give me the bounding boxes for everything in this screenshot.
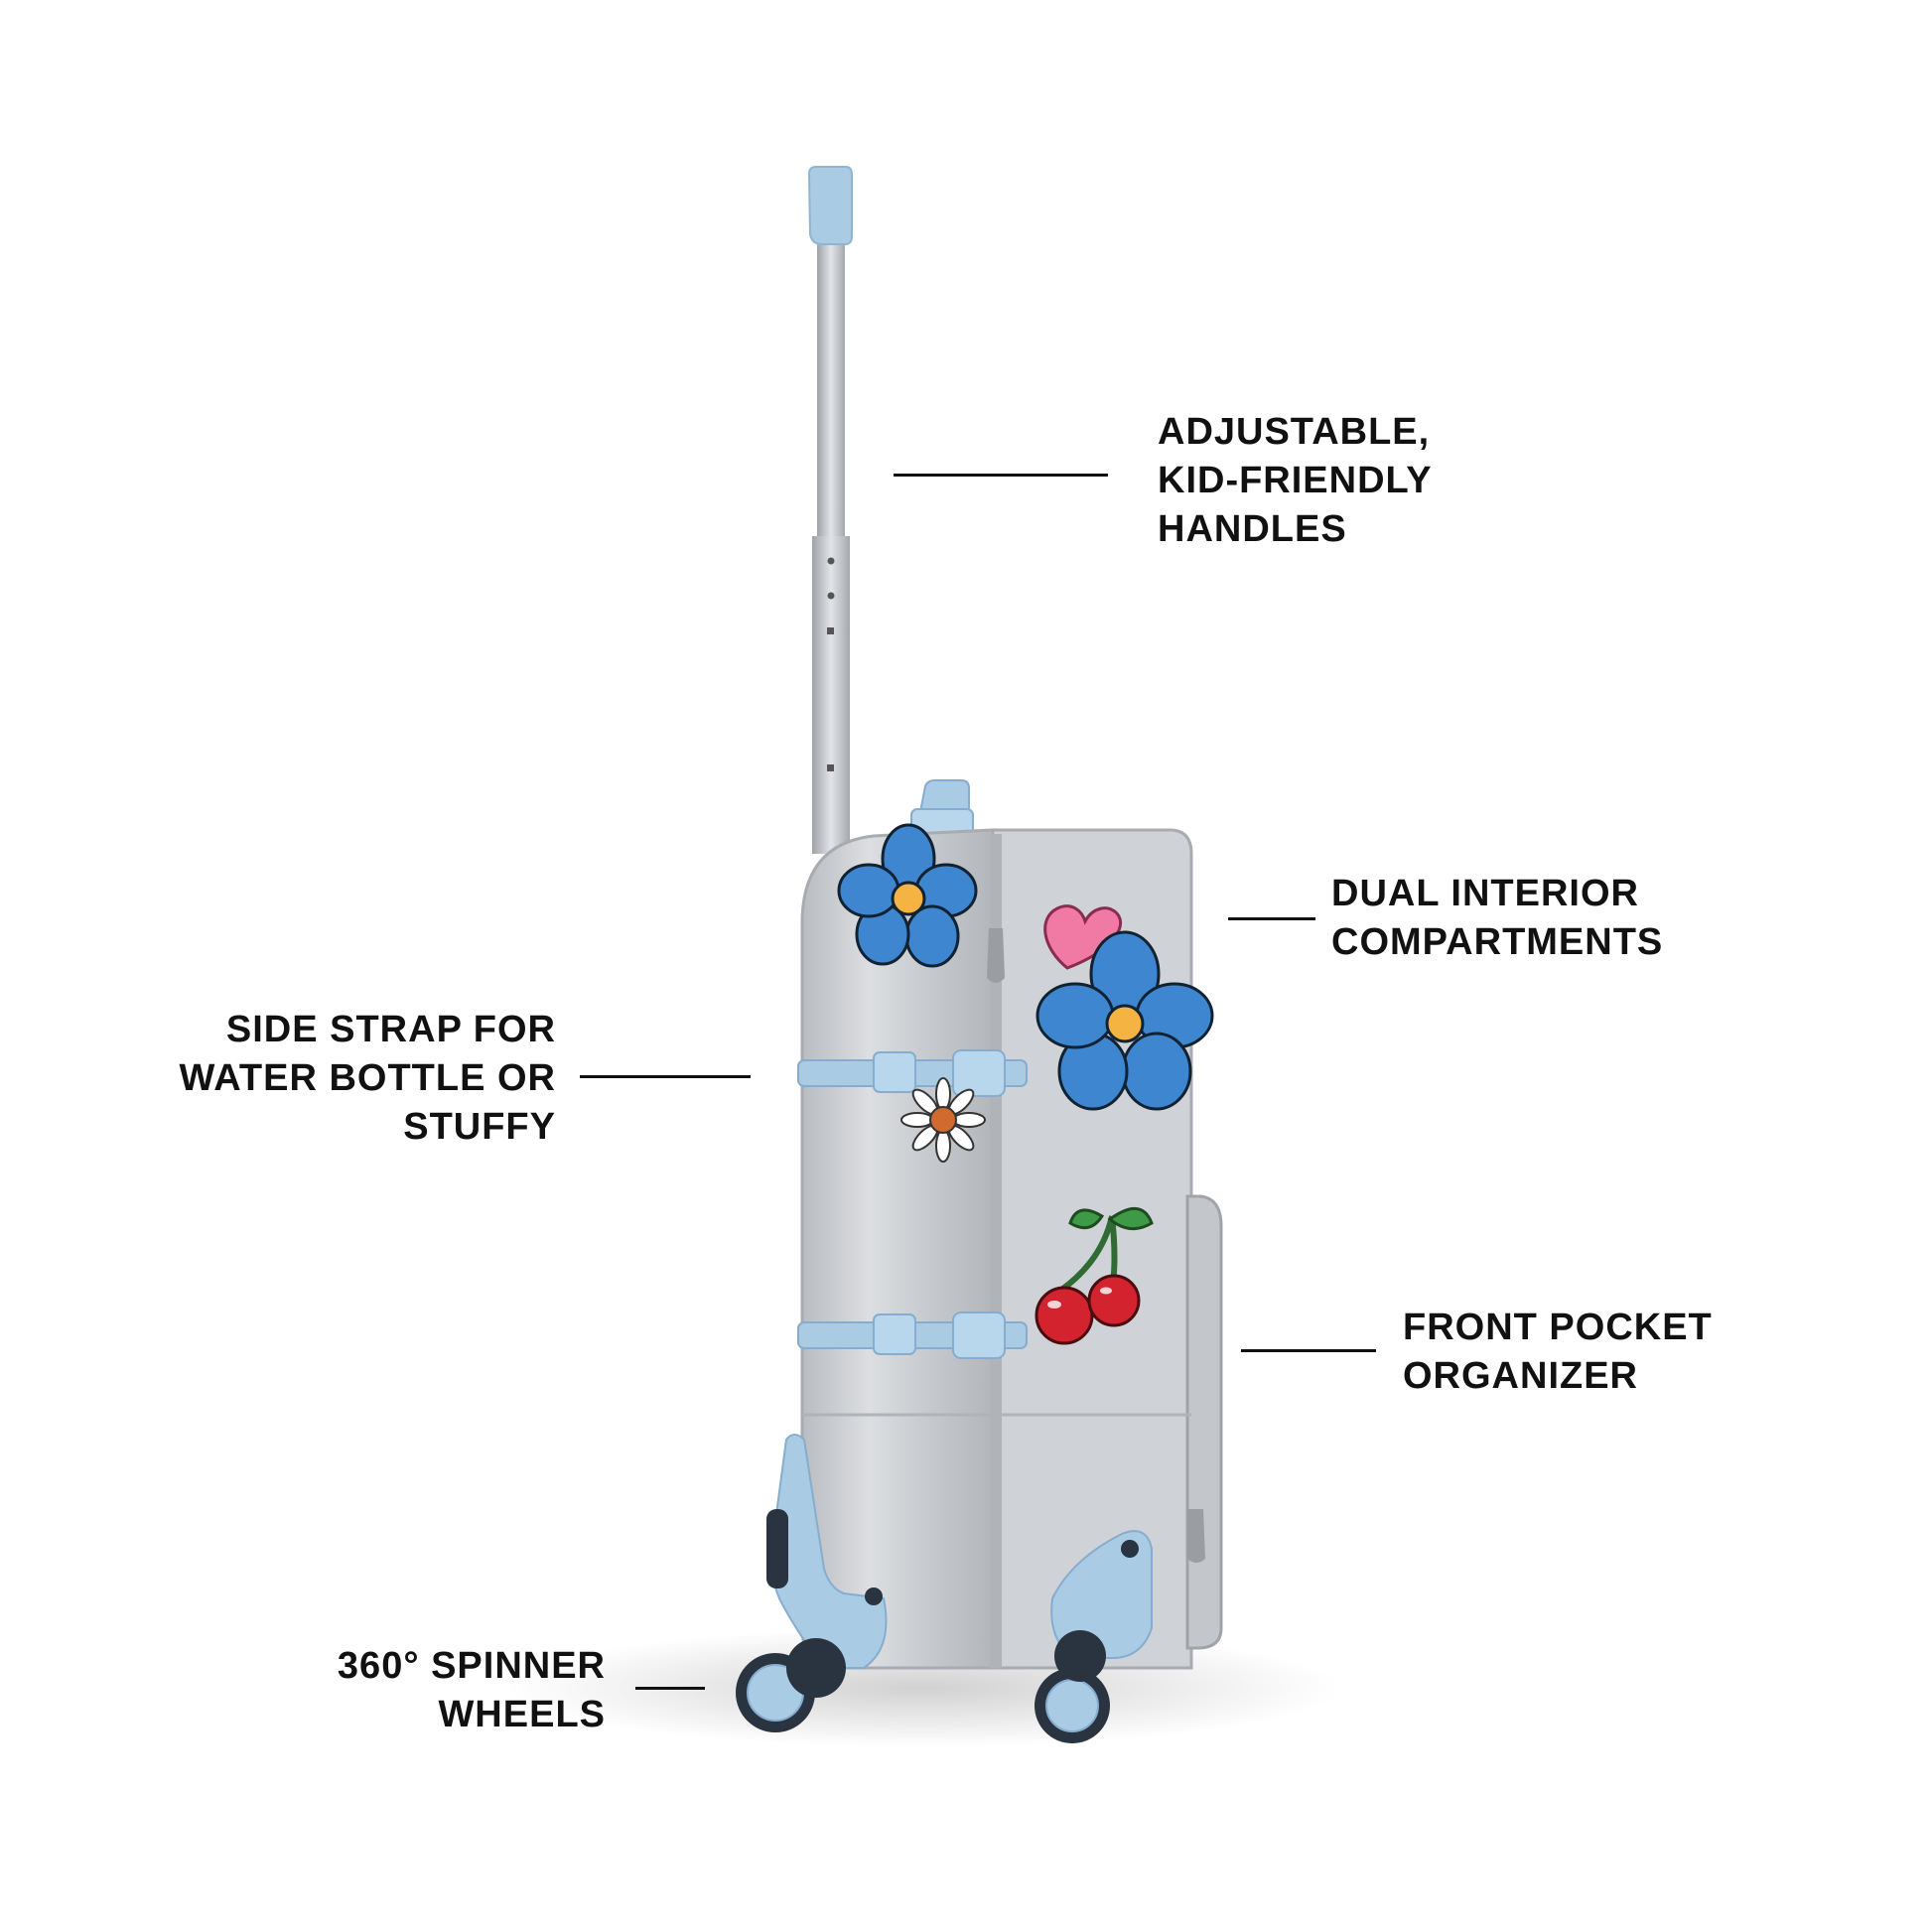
side-strap-callout: SIDE STRAP FOR WATER BOTTLE OR STUFFY	[99, 1006, 556, 1152]
compartments-leader-line	[1228, 917, 1315, 920]
cherries-sticker	[1035, 1207, 1154, 1345]
callout-text: 360° SPINNER	[337, 1645, 606, 1687]
wheels-callout: 360° SPINNER WHEELS	[199, 1642, 606, 1739]
callout-text: KID-FRIENDLY	[1158, 460, 1433, 501]
front-wheel-assembly	[1035, 1530, 1153, 1743]
callout-text: ORGANIZER	[1403, 1355, 1638, 1397]
side-strap-leader-line	[580, 1075, 751, 1078]
front-pocket-callout: FRONT POCKET ORGANIZER	[1403, 1304, 1713, 1401]
callout-text: HANDLES	[1158, 508, 1347, 550]
zipper-pull	[987, 928, 1005, 983]
callout-text: ADJUSTABLE,	[1158, 411, 1431, 453]
compartments-callout: DUAL INTERIOR COMPARTMENTS	[1331, 870, 1663, 967]
front-pocket-leader-line	[1241, 1349, 1376, 1352]
handles-leader-line	[894, 474, 1108, 477]
blue-flower-sticker-small	[837, 823, 978, 968]
callout-text: SIDE STRAP FOR	[225, 1009, 556, 1050]
zipper-track	[990, 834, 1002, 1668]
callout-text: COMPARTMENTS	[1331, 921, 1664, 963]
front-pocket	[1185, 1194, 1223, 1650]
callout-text: FRONT POCKET	[1403, 1307, 1713, 1348]
handles-callout: ADJUSTABLE, KID-FRIENDLY HANDLES	[1158, 408, 1433, 554]
blue-flower-sticker-large	[1035, 930, 1214, 1111]
callout-text: STUFFY	[403, 1106, 556, 1148]
telescoping-handle	[807, 166, 853, 854]
callout-text: WHEELS	[438, 1694, 606, 1735]
callout-text: DUAL INTERIOR	[1331, 873, 1639, 914]
daisy-sticker	[900, 1077, 986, 1163]
rear-wheel-assembly	[736, 1434, 888, 1732]
callout-text: WATER BOTTLE OR	[179, 1057, 556, 1099]
wheels-leader-line	[635, 1687, 705, 1690]
side-straps	[797, 1049, 1028, 1359]
